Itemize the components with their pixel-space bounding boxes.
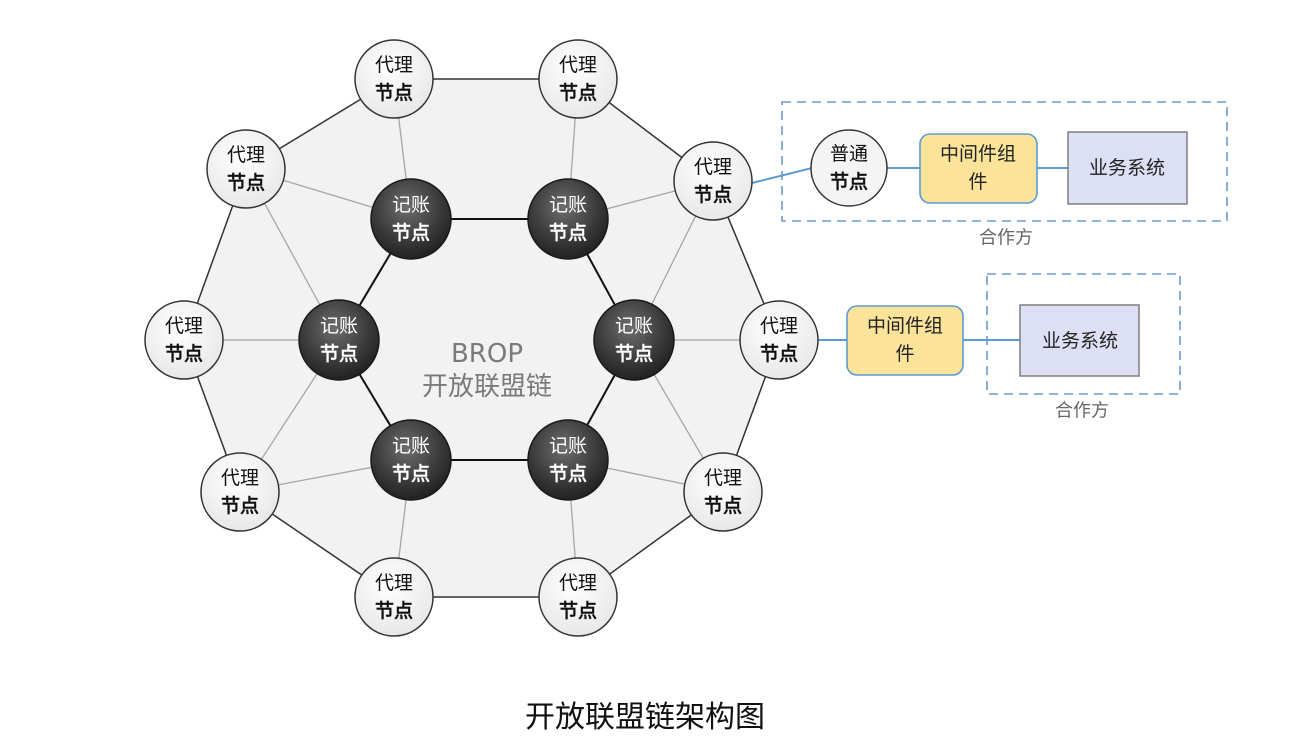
ledger-node-line2: 节点 [549, 463, 587, 485]
proxy-node-line1: 代理 [760, 315, 798, 337]
partner1-middleware-line1: 中间件组 [940, 143, 1016, 165]
partner2-business-label: 业务系统 [1042, 330, 1118, 352]
ledger-node-line2: 节点 [392, 463, 430, 485]
proxy-node-line1: 代理 [375, 54, 413, 76]
partner2-label: 合作方 [1055, 401, 1109, 422]
ledger-node-circle [593, 299, 675, 381]
proxy-node-circle [739, 300, 819, 380]
ledger-node-circle [527, 419, 609, 501]
proxy-node-line1: 代理 [375, 572, 413, 594]
ledger-node-circle [370, 178, 452, 260]
partner1-business-system: 业务系统 [1067, 131, 1188, 205]
proxy-node-line2: 节点 [375, 82, 413, 104]
proxy-node-circle [200, 452, 280, 532]
architecture-diagram: BROP 开放联盟链 合作方 普通 节点 中间件组 件 业务系统 中间件组 件 … [144, 39, 1228, 637]
proxy-node-line1: 代理 [694, 156, 732, 178]
proxy-node-line2: 节点 [165, 343, 203, 365]
proxy-node-circle [354, 557, 434, 637]
partner1-middleware-line2: 件 [968, 171, 987, 193]
diagram-caption: 开放联盟链架构图 [525, 700, 765, 735]
partner1-business-label: 业务系统 [1089, 157, 1165, 179]
proxy-node-circle [538, 39, 618, 119]
proxy-node-line2: 节点 [375, 600, 413, 622]
partner2-business-system: 业务系统 [1019, 304, 1140, 377]
proxy-node-circle [354, 39, 434, 119]
center-title: BROP [451, 339, 523, 369]
ledger-node-line1: 记账 [392, 194, 430, 216]
ledger-node-line1: 记账 [320, 315, 358, 337]
proxy-node-line1: 代理 [559, 54, 597, 76]
proxy-node-line1: 代理 [221, 467, 259, 489]
proxy-node-circle [206, 129, 286, 209]
proxy-node-line2: 节点 [704, 495, 742, 517]
ledger-node-line1: 记账 [392, 435, 430, 457]
ledger-node-line2: 节点 [320, 343, 358, 365]
proxy-node-line2: 节点 [694, 184, 732, 206]
proxy-node-line2: 节点 [559, 600, 597, 622]
proxy-node-line2: 节点 [760, 343, 798, 365]
partner2-middleware-line2: 件 [895, 343, 914, 365]
proxy-node-circle [538, 557, 618, 637]
proxy-node-line1: 代理 [165, 315, 203, 337]
ledger-node-line2: 节点 [392, 222, 430, 244]
proxy-node-line2: 节点 [227, 172, 265, 194]
proxy-node-line1: 代理 [704, 467, 742, 489]
normal-node: 普通 节点 [810, 129, 888, 207]
partner2-group [986, 273, 1181, 395]
normal-node-line2: 节点 [830, 171, 868, 193]
center-subtitle: 开放联盟链 [422, 372, 552, 402]
ledger-node-line1: 记账 [615, 315, 653, 337]
proxy-node-circle [144, 300, 224, 380]
ledger-node-circle [527, 178, 609, 260]
ledger-node-line2: 节点 [615, 343, 653, 365]
normal-node-line1: 普通 [830, 143, 868, 165]
proxy-node-circle [673, 141, 753, 221]
proxy-node-line2: 节点 [559, 82, 597, 104]
proxy-node-line2: 节点 [221, 495, 259, 517]
partner1-label: 合作方 [979, 228, 1033, 249]
partner1-middleware: 中间件组 件 [919, 133, 1038, 204]
proxy-node-circle [683, 452, 763, 532]
partner2-middleware: 中间件组 件 [846, 305, 964, 376]
partner2-middleware-line1: 中间件组 [867, 315, 943, 337]
partner1-group [781, 101, 1228, 222]
proxy-node-line1: 代理 [227, 144, 265, 166]
ledger-node-circle [370, 419, 452, 501]
ledger-node-line1: 记账 [549, 435, 587, 457]
proxy-node-line1: 代理 [559, 572, 597, 594]
ledger-node-circle [298, 299, 380, 381]
ledger-node-line1: 记账 [549, 194, 587, 216]
ledger-node-line2: 节点 [549, 222, 587, 244]
